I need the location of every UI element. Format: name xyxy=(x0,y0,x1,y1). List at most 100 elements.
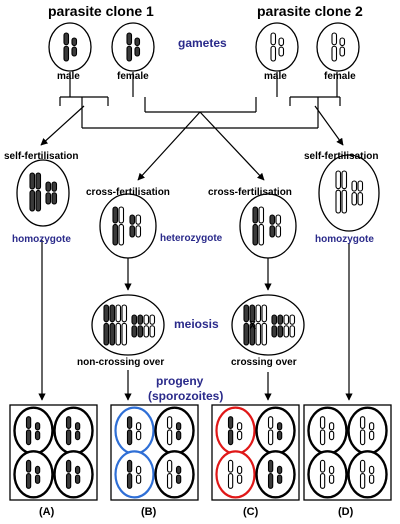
homozygote-left-label: homozygote xyxy=(12,234,71,245)
chromosome xyxy=(74,422,81,441)
chromosome xyxy=(271,314,278,338)
progeny-cell xyxy=(307,406,348,455)
cell-outline xyxy=(91,294,165,356)
chromosome-long xyxy=(126,32,133,62)
chromosome xyxy=(131,314,138,338)
connector-lines xyxy=(38,72,353,401)
chromosome xyxy=(283,314,290,338)
progeny-cell xyxy=(154,450,195,499)
gamete-male-clone-2 xyxy=(255,22,299,72)
chromosome xyxy=(269,214,276,238)
cross-fertilisation-right-label: cross-fertilisation xyxy=(208,187,292,198)
cell-outline xyxy=(99,193,157,259)
panel-d-label: (D) xyxy=(338,506,354,518)
cell-outline xyxy=(231,294,305,356)
parasite-clone-1-title: parasite clone 1 xyxy=(48,3,154,19)
progeny-cell-outline xyxy=(347,450,388,499)
chromosome xyxy=(25,459,32,489)
chromosome xyxy=(236,422,243,441)
chromosome-short xyxy=(71,37,78,57)
cell-outline xyxy=(318,154,380,232)
chromosome xyxy=(249,304,256,346)
chromosome xyxy=(359,416,366,446)
heterozygote-cell-right xyxy=(239,193,297,259)
chromosome-long xyxy=(63,32,70,62)
chromosome xyxy=(35,172,42,212)
gametes-label: gametes xyxy=(178,36,227,50)
gamete-male-clone-1 xyxy=(48,22,92,72)
chromosome xyxy=(267,416,274,446)
panel-b-label: (B) xyxy=(141,506,157,518)
progeny-cell xyxy=(114,406,155,455)
meiosis-cell-non-crossing xyxy=(91,294,165,356)
chromosome xyxy=(276,422,283,441)
chromosome xyxy=(319,416,326,446)
cell-outline xyxy=(48,22,92,72)
progeny-panels xyxy=(9,404,392,501)
male-label-clone-2: male xyxy=(264,71,287,82)
chromosome xyxy=(319,459,326,489)
progeny-cell-outline xyxy=(154,450,195,499)
chromosome xyxy=(175,422,182,441)
chromosome xyxy=(341,170,348,214)
cell-outline xyxy=(239,193,297,259)
progeny-cell xyxy=(215,450,256,499)
chromosome-short xyxy=(339,37,346,57)
cross-fertilisation-left-label: cross-fertilisation xyxy=(86,187,170,198)
chromosome xyxy=(74,465,81,484)
arrow-self-fert-left xyxy=(40,105,85,146)
self-fertilisation-left-label: self-fertilisation xyxy=(4,151,79,162)
chromosome xyxy=(243,304,250,346)
chromosome xyxy=(227,459,234,489)
chromosome xyxy=(261,304,268,346)
arrow-self-fert-right xyxy=(314,105,344,146)
chromosome xyxy=(328,465,335,484)
chromosome xyxy=(357,180,364,206)
chromosome-long xyxy=(331,32,338,62)
progeny-cell-outline xyxy=(255,406,296,455)
chromosome-short xyxy=(278,37,285,57)
progeny-cell xyxy=(53,450,94,499)
heterozygote-cell-left xyxy=(99,193,157,259)
chromosome xyxy=(121,304,128,346)
chromosome xyxy=(236,465,243,484)
female-label-clone-1: female xyxy=(117,71,149,82)
chromosome xyxy=(126,459,133,489)
sporozoites-label: (sporozoites) xyxy=(148,389,224,403)
cells-layer xyxy=(16,22,380,356)
gamete-female-clone-2 xyxy=(316,22,360,72)
chromosome xyxy=(258,206,265,246)
chromosome xyxy=(166,459,173,489)
chromosome xyxy=(29,172,36,212)
progeny-cell xyxy=(53,406,94,455)
progeny-cell-outline xyxy=(114,450,155,499)
chromosome xyxy=(289,314,296,338)
progeny-cell xyxy=(215,406,256,455)
chromosome xyxy=(25,416,32,446)
chromosome xyxy=(45,181,52,205)
chromosome xyxy=(126,416,133,446)
progeny-panel-d xyxy=(303,404,392,501)
chromosome xyxy=(135,422,142,441)
chromosome xyxy=(275,214,282,238)
chromosome xyxy=(103,304,110,346)
chromosome xyxy=(135,465,142,484)
homozygote-right-cell xyxy=(318,154,380,232)
panel-a-label: (A) xyxy=(39,506,55,518)
progeny-cell-outline xyxy=(215,406,256,455)
chromosome xyxy=(359,459,366,489)
chromosome xyxy=(368,465,375,484)
non-crossing-over-label: non-crossing over xyxy=(77,357,165,368)
chromosome xyxy=(143,314,150,338)
progeny-cell-outline xyxy=(347,406,388,455)
chromosome xyxy=(255,304,262,346)
meiosis-cell-crossing xyxy=(231,294,305,356)
chromosome-short xyxy=(134,37,141,57)
arrow-cross-right xyxy=(199,111,265,181)
progeny-cell-outline xyxy=(13,450,54,499)
progeny-cell xyxy=(307,450,348,499)
chromosome-long xyxy=(270,32,277,62)
cell-outline xyxy=(111,22,155,72)
chromosome xyxy=(351,180,358,206)
